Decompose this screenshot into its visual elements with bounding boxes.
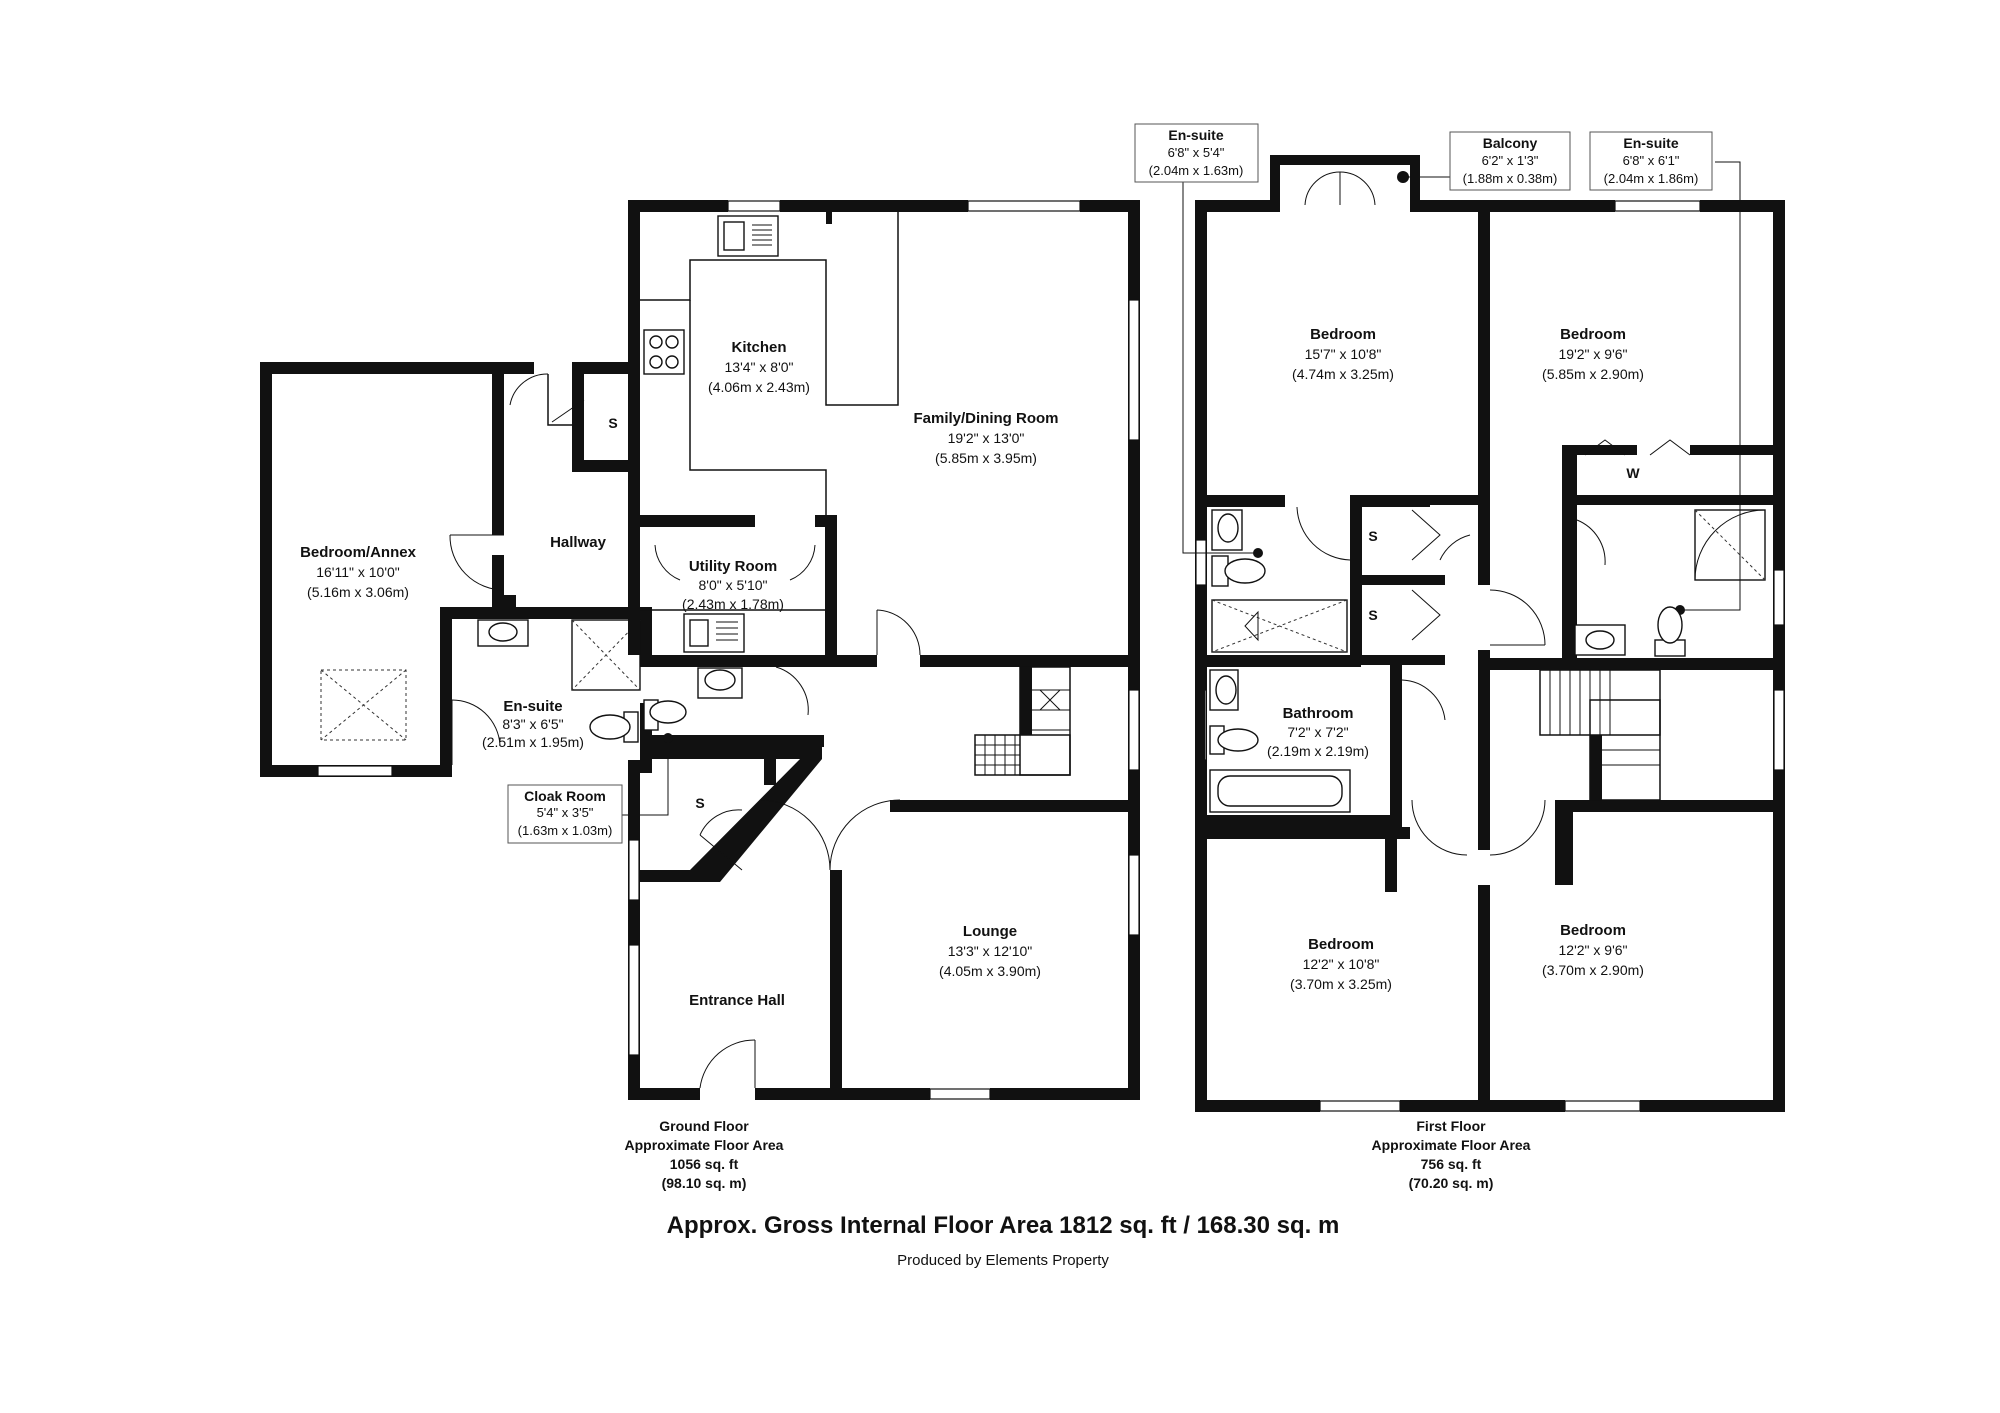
room-label-bathroom: Bathroom 7'2" x 7'2" (2.19m x 2.19m): [1267, 705, 1369, 759]
kitchen-dim-imperial: 13'4" x 8'0": [725, 359, 794, 375]
bedroom3-name: Bedroom: [1308, 936, 1374, 953]
kitchen-dim-metric: (4.06m x 2.43m): [708, 379, 810, 395]
ground-floor-plan: [260, 200, 1140, 1100]
first-floor-staircase: [1539, 669, 1661, 801]
hallway-name: Hallway: [550, 534, 607, 551]
wardrobe-label: W: [1626, 465, 1640, 481]
bathroom-dim-metric: (2.19m x 2.19m): [1267, 743, 1369, 759]
gross-internal-floor-area: Approx. Gross Internal Floor Area 1812 s…: [667, 1212, 1340, 1239]
room-label-bedroom3: Bedroom 12'2" x 10'8" (3.70m x 3.25m): [1290, 936, 1392, 992]
bedroom1-dim-metric: (4.74m x 3.25m): [1292, 366, 1394, 382]
callout-cloak-room: Cloak Room 5'4" x 3'5" (1.63m x 1.03m): [507, 784, 623, 844]
ground-floor-area-label: Approximate Floor Area: [625, 1137, 784, 1153]
store-label-landing-2: S: [1368, 607, 1377, 623]
kitchen-sink: [717, 215, 779, 257]
lounge-dim-imperial: 13'3" x 12'10": [948, 943, 1033, 959]
cloak-room-dim-imperial: 5'4" x 3'5": [537, 805, 594, 820]
first-floor-caption: First Floor Approximate Floor Area 756 s…: [1372, 1118, 1531, 1191]
store-label-hallway: S: [608, 415, 617, 431]
store-label-landing-1: S: [1368, 528, 1377, 544]
ground-floor-area-sqft: 1056 sq. ft: [670, 1156, 739, 1172]
utility-dim-imperial: 8'0" x 5'10": [699, 577, 768, 593]
callout-leaders: [620, 161, 1741, 816]
ensuite-first-left-dim-metric: (2.04m x 1.63m): [1149, 163, 1244, 178]
room-label-bedroom4: Bedroom 12'2" x 9'6" (3.70m x 2.90m): [1542, 922, 1644, 978]
bathroom-name: Bathroom: [1283, 705, 1354, 722]
room-label-bedroom1: Bedroom 15'7" x 10'8" (4.74m x 3.25m): [1292, 326, 1394, 382]
balcony-dim-imperial: 6'2" x 1'3": [1482, 153, 1539, 168]
room-label-ensuite-ground: En-suite 8'3" x 6'5" (2.51m x 1.95m): [482, 698, 584, 750]
bedroom2-dim-metric: (5.85m x 2.90m): [1542, 366, 1644, 382]
bedroom-annex-dim-imperial: 16'11" x 10'0": [316, 564, 400, 580]
family-dining-name: Family/Dining Room: [913, 410, 1058, 427]
ground-floor-area-sqm: (98.10 sq. m): [662, 1175, 747, 1191]
room-label-family-dining: Family/Dining Room 19'2" x 13'0" (5.85m …: [913, 410, 1058, 466]
family-dining-dim-imperial: 19'2" x 13'0": [948, 430, 1025, 446]
room-label-bedroom2: Bedroom 19'2" x 9'6" (5.85m x 2.90m): [1542, 326, 1644, 382]
bedroom4-name: Bedroom: [1560, 922, 1626, 939]
ground-floor-title: Ground Floor: [659, 1118, 749, 1134]
skylight: [320, 669, 407, 741]
bedroom4-dim-imperial: 12'2" x 9'6": [1559, 942, 1628, 958]
cloak-room-name: Cloak Room: [524, 788, 606, 804]
room-label-utility: Utility Room 8'0" x 5'10" (2.43m x 1.78m…: [682, 558, 784, 612]
ensuite-ground-dim-imperial: 8'3" x 6'5": [502, 716, 563, 732]
callout-balcony: Balcony 6'2" x 1'3" (1.88m x 0.38m): [1449, 131, 1571, 191]
produced-by-credit: Produced by Elements Property: [897, 1252, 1109, 1269]
bedroom-annex-name: Bedroom/Annex: [300, 544, 417, 561]
family-dining-dim-metric: (5.85m x 3.95m): [935, 450, 1037, 466]
bedroom4-dim-metric: (3.70m x 2.90m): [1542, 962, 1644, 978]
ensuite-first-right-dim-imperial: 6'8" x 6'1": [1623, 153, 1680, 168]
ensuite-first-left-name: En-suite: [1168, 127, 1223, 143]
utility-dim-metric: (2.43m x 1.78m): [682, 596, 784, 612]
callout-ensuite-first-right: En-suite 6'8" x 6'1" (2.04m x 1.86m): [1589, 131, 1713, 191]
bedroom1-dim-imperial: 15'7" x 10'8": [1305, 346, 1382, 362]
room-label-kitchen: Kitchen 13'4" x 8'0" (4.06m x 2.43m): [708, 339, 810, 395]
lounge-name: Lounge: [963, 923, 1017, 940]
kitchen-hob: [643, 329, 685, 375]
ground-floor-caption: Ground Floor Approximate Floor Area 1056…: [625, 1118, 784, 1191]
room-label-lounge: Lounge 13'3" x 12'10" (4.05m x 3.90m): [939, 923, 1041, 979]
ensuite-ground-name: En-suite: [503, 698, 562, 715]
balcony-name: Balcony: [1483, 135, 1538, 151]
ensuite-first-right-dim-metric: (2.04m x 1.86m): [1604, 171, 1699, 186]
ensuite-ground-dim-metric: (2.51m x 1.95m): [482, 734, 584, 750]
utility-name: Utility Room: [689, 558, 777, 575]
entrance-hall-name: Entrance Hall: [689, 992, 785, 1009]
store-label-understairs: S: [695, 795, 704, 811]
bathroom-dim-imperial: 7'2" x 7'2": [1287, 724, 1348, 740]
bedroom1-name: Bedroom: [1310, 326, 1376, 343]
bedroom3-dim-imperial: 12'2" x 10'8": [1303, 956, 1380, 972]
cloak-room-dim-metric: (1.63m x 1.03m): [518, 823, 613, 838]
balcony-dim-metric: (1.88m x 0.38m): [1463, 171, 1558, 186]
ensuite-first-left-dim-imperial: 6'8" x 5'4": [1168, 145, 1225, 160]
bedroom2-dim-imperial: 19'2" x 9'6": [1559, 346, 1628, 362]
first-floor-title: First Floor: [1416, 1118, 1486, 1134]
kitchen-name: Kitchen: [731, 339, 786, 356]
lounge-dim-metric: (4.05m x 3.90m): [939, 963, 1041, 979]
callout-ensuite-first-left: En-suite 6'8" x 5'4" (2.04m x 1.63m): [1134, 123, 1259, 183]
first-floor-area-label: Approximate Floor Area: [1372, 1137, 1531, 1153]
ground-staircase: [974, 666, 1071, 776]
first-floor-area-sqft: 756 sq. ft: [1421, 1156, 1482, 1172]
room-label-bedroom-annex: Bedroom/Annex 16'11" x 10'0" (5.16m x 3.…: [300, 544, 417, 600]
ensuite-first-right-name: En-suite: [1623, 135, 1678, 151]
bedroom-annex-dim-metric: (5.16m x 3.06m): [307, 584, 409, 600]
first-floor-area-sqm: (70.20 sq. m): [1409, 1175, 1494, 1191]
bedroom2-name: Bedroom: [1560, 326, 1626, 343]
bedroom3-dim-metric: (3.70m x 3.25m): [1290, 976, 1392, 992]
first-floor-plan: [1195, 155, 1785, 1112]
